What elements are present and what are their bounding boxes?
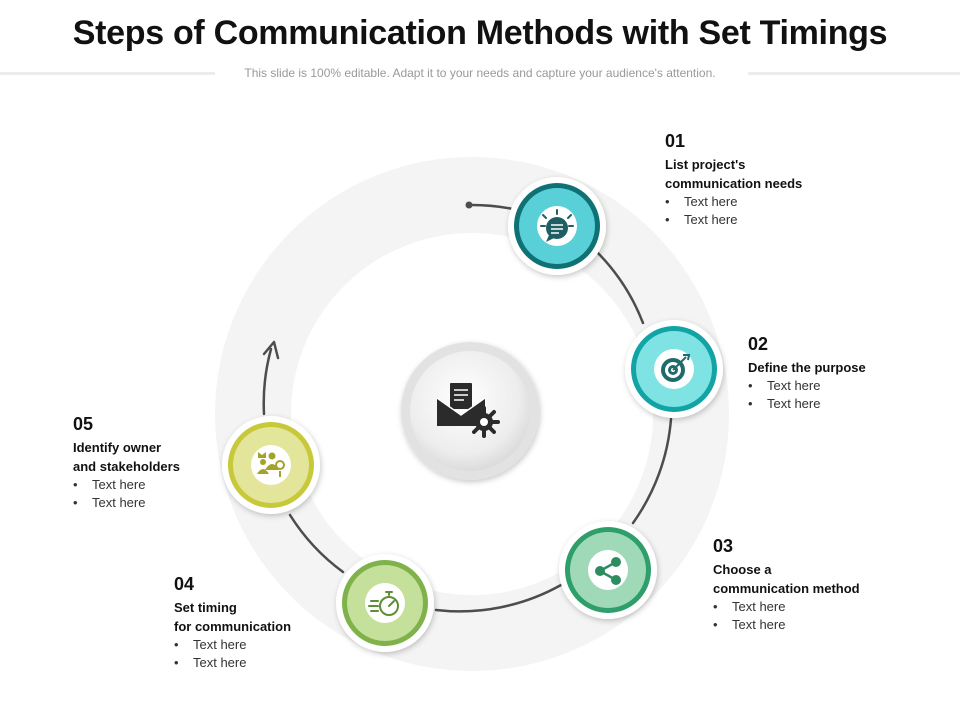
step-number: 05	[73, 414, 94, 434]
arrowhead-icon	[262, 340, 280, 360]
step-02-node	[625, 320, 723, 418]
title-rule-right	[748, 72, 960, 75]
step-01-node	[508, 177, 606, 275]
bullet-item: •Text here	[748, 396, 821, 411]
step-number: 01	[665, 131, 686, 151]
connector-04-05	[288, 513, 345, 574]
step-heading: Choose a communication method	[713, 562, 860, 596]
bullet-item: •Text here	[174, 655, 247, 670]
step-bullets: •Text here •Text here	[73, 476, 180, 512]
connector-05-arrow	[262, 347, 273, 416]
step-04-text: 04 Set timing for communication •Text he…	[174, 573, 291, 672]
step-04-node	[336, 554, 434, 652]
step-bullets: •Text here •Text here	[174, 636, 291, 672]
bullet-item: •Text here	[665, 212, 738, 227]
step-bullets: •Text here •Text here	[665, 193, 802, 229]
page-subtitle: This slide is 100% editable. Adapt it to…	[244, 66, 716, 80]
bullet-item: •Text here	[174, 637, 247, 652]
step-number: 03	[713, 536, 734, 556]
step-heading: Define the purpose	[748, 360, 866, 375]
stopwatch-icon	[368, 591, 399, 616]
step-05-node	[222, 416, 320, 514]
connector-03-04	[434, 583, 563, 613]
step-heading: Identify owner and stakeholders	[73, 440, 180, 474]
bullet-item: •Text here	[73, 495, 146, 510]
step-03-node	[559, 521, 657, 619]
step-03-text: 03 Choose a communication method •Text h…	[713, 535, 860, 634]
bullet-item: •Text here	[713, 599, 786, 614]
connector-02-03	[631, 417, 673, 525]
connector-arcs	[262, 203, 673, 613]
start-dot	[465, 201, 473, 209]
bullet-item: •Text here	[665, 194, 738, 209]
target-icon	[661, 354, 691, 382]
step-heading: List project's communication needs	[665, 157, 803, 191]
connector-01-02	[595, 250, 645, 325]
step-05-text: 05 Identify owner and stakeholders •Text…	[73, 413, 180, 512]
share-icon	[595, 557, 621, 585]
bullet-item: •Text here	[73, 477, 146, 492]
bullet-item: •Text here	[748, 378, 821, 393]
step-heading: Set timing for communication	[174, 600, 292, 634]
email-settings-icon	[436, 383, 500, 438]
step-number: 04	[174, 574, 195, 594]
chat-bubble-icon	[540, 209, 574, 242]
page-title: Steps of Communication Methods with Set …	[72, 14, 888, 52]
title-rule-left	[0, 72, 215, 75]
step-02-text: 02 Define the purpose •Text here •Text h…	[748, 333, 866, 413]
step-01-text: 01 List project's communication needs •T…	[665, 130, 802, 229]
step-number: 02	[748, 334, 769, 354]
step-bullets: •Text here •Text here	[713, 598, 860, 634]
stakeholders-icon	[257, 452, 285, 477]
step-bullets: •Text here •Text here	[748, 377, 866, 413]
bullet-item: •Text here	[713, 617, 786, 632]
